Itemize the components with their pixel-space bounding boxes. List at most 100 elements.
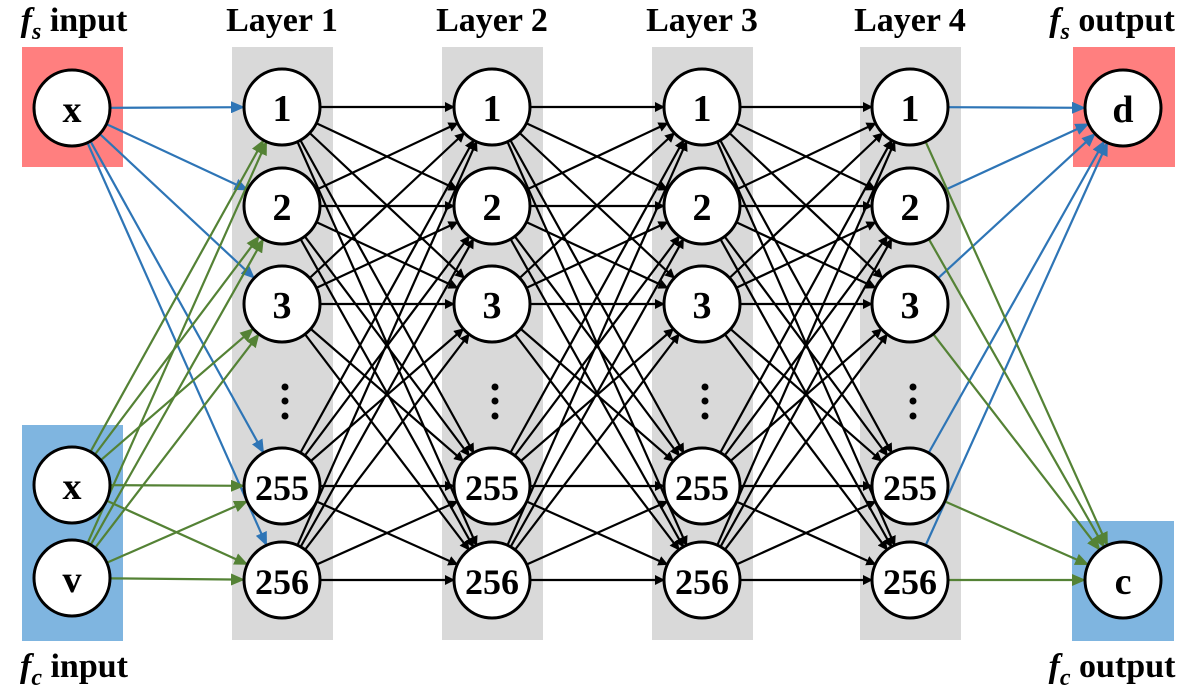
hidden-edge <box>308 132 466 279</box>
fc-output-edge <box>927 238 1106 548</box>
layer-4-node-1: 1 <box>870 67 950 147</box>
node-circle <box>452 67 532 147</box>
layer-1-node-256: 256 <box>242 540 322 620</box>
ellipsis-dot <box>701 397 709 405</box>
node-label: 256 <box>465 562 519 602</box>
fs-output-edge <box>944 122 1090 192</box>
hidden-edge <box>728 132 884 279</box>
node-circle <box>242 264 322 344</box>
fc-input-node-v: v <box>32 538 112 618</box>
hidden-edge <box>735 122 877 191</box>
node-circle <box>662 540 742 620</box>
node-circle <box>242 166 322 246</box>
fs-output-edge <box>927 140 1106 454</box>
node-label: 2 <box>693 187 712 229</box>
fc-output-edge <box>932 333 1101 551</box>
node-label: x <box>63 466 82 508</box>
hidden-edge <box>509 238 685 548</box>
fc-output-edge <box>924 141 1109 547</box>
node-circle <box>452 446 532 526</box>
node-label: 255 <box>883 468 937 508</box>
ellipsis-dot <box>909 383 917 391</box>
node-circle <box>452 166 532 246</box>
hidden-edge <box>506 140 688 546</box>
hidden-edge <box>723 333 889 551</box>
hidden-edge <box>509 139 685 454</box>
ellipsis-dot <box>909 412 917 420</box>
node-label: 255 <box>675 468 729 508</box>
layer-4-node-255: 255 <box>870 446 950 526</box>
layer-4-node-2: 2 <box>870 166 950 246</box>
hidden-edge <box>716 140 896 546</box>
layer-3-node-1: 1 <box>662 67 742 147</box>
fc-input-edge <box>86 140 268 544</box>
ellipsis-dot <box>909 397 917 405</box>
hidden-edge <box>735 221 877 289</box>
fc-input-edge <box>94 333 260 549</box>
node-circle <box>870 166 950 246</box>
node-label: c <box>1115 561 1132 603</box>
ellipsis-dot <box>491 412 499 420</box>
node-circle <box>870 67 950 147</box>
hidden-edge <box>525 221 669 289</box>
fc-output-label: fc output <box>1049 648 1177 691</box>
node-circle <box>870 446 950 526</box>
node-label: 1 <box>693 88 712 130</box>
fc-output-edge <box>944 500 1090 566</box>
node-label: 3 <box>693 285 712 327</box>
node-circle <box>662 264 742 344</box>
layer-3-node-255: 255 <box>662 446 742 526</box>
node-circle <box>452 264 532 344</box>
node-label: 1 <box>273 88 292 130</box>
node-label: 3 <box>273 285 292 327</box>
node-label: 3 <box>901 285 920 327</box>
node-circle <box>662 446 742 526</box>
layer-3-node-256: 256 <box>662 540 742 620</box>
fc-input-edge <box>89 238 265 546</box>
layer-4-label: Layer 4 <box>854 2 966 39</box>
node-circle <box>32 445 112 525</box>
node-circle <box>242 540 322 620</box>
hidden-edge <box>719 238 893 548</box>
layer-3-label: Layer 3 <box>646 2 758 39</box>
node-label: v <box>63 559 82 601</box>
layer-3-node-2: 2 <box>662 166 742 246</box>
hidden-edge <box>736 500 877 566</box>
node-label: 256 <box>883 562 937 602</box>
node-circle <box>870 264 950 344</box>
fs-input-label: fs input <box>21 2 128 45</box>
node-circle <box>1083 540 1163 620</box>
ellipsis-dot <box>491 397 499 405</box>
node-label: 1 <box>483 88 502 130</box>
layer-1-node-1: 1 <box>242 67 322 147</box>
layer-2-node-255: 255 <box>452 446 532 526</box>
hidden-edge <box>299 139 475 454</box>
ellipsis-dot <box>701 412 709 420</box>
fs-input-edge <box>105 123 249 191</box>
ellipsis-dot <box>281 383 289 391</box>
node-label: x <box>63 89 82 131</box>
fc-input-edge <box>100 327 254 462</box>
node-label: d <box>1112 89 1133 131</box>
node-circle <box>242 446 322 526</box>
node-label: 3 <box>483 285 502 327</box>
hidden-edge <box>525 122 669 191</box>
layer-1-node-2: 2 <box>242 166 322 246</box>
fc-input-label: fc input <box>20 648 129 691</box>
node-circle <box>242 67 322 147</box>
hidden-edge <box>719 139 893 454</box>
hidden-edge <box>299 238 475 548</box>
fs-output-edge <box>947 101 1087 114</box>
node-circle <box>662 166 742 246</box>
node-circle <box>32 68 112 148</box>
node-label: 256 <box>255 562 309 602</box>
hidden-edge <box>526 500 669 566</box>
fc-input-edge <box>106 500 249 564</box>
hidden-edge <box>518 132 676 279</box>
fs-input-edge <box>109 101 246 114</box>
layer-2-node-1: 1 <box>452 67 532 147</box>
ellipsis-dot <box>701 383 709 391</box>
fc-input-edge <box>109 573 246 586</box>
node-label: 2 <box>273 187 292 229</box>
layer-2-node-2: 2 <box>452 166 532 246</box>
